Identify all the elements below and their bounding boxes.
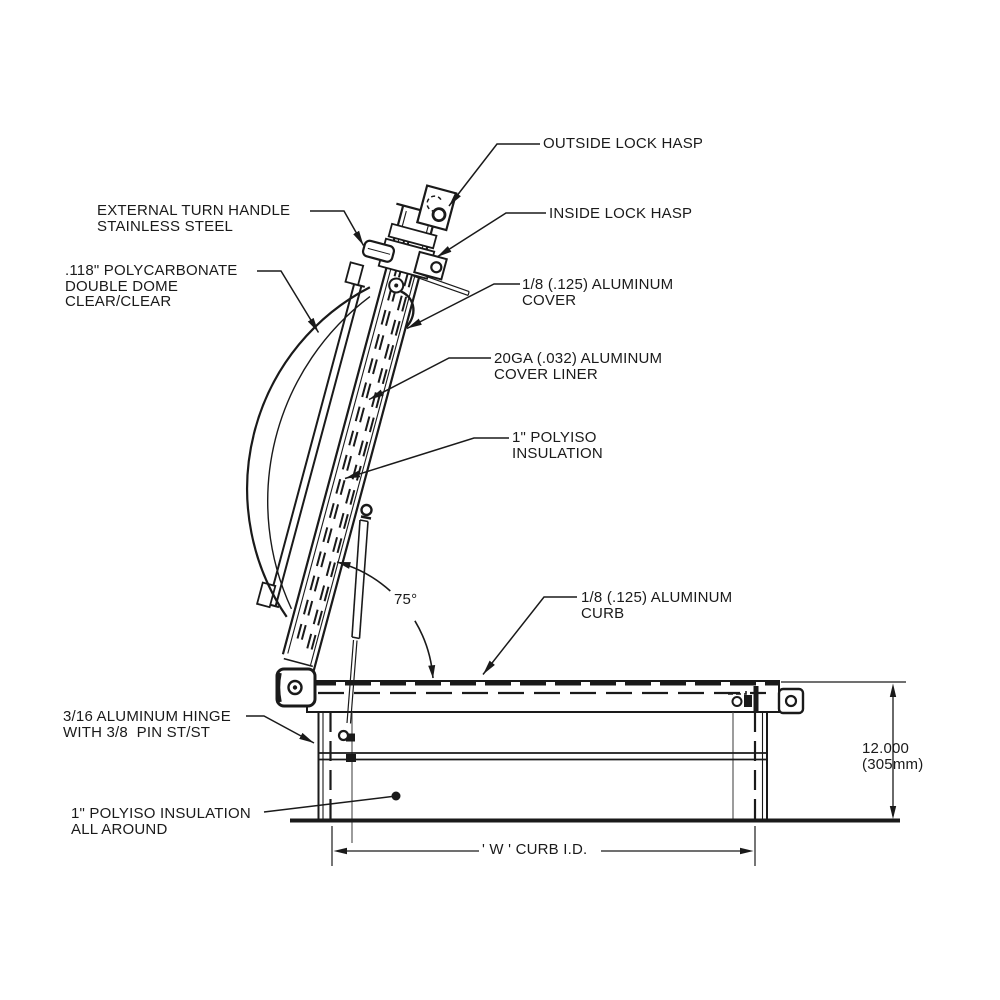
height-dimension-label: 12.000 (305mm) — [862, 740, 924, 773]
opening-angle-arc — [336, 561, 436, 679]
callout-aluminum-curb: 1/8 (.125) ALUMINUM CURB — [581, 589, 733, 622]
leader-outside-lock-hasp — [448, 143, 540, 207]
leader-aluminum-curb — [482, 596, 577, 675]
callout-external-turn-handle: EXTERNAL TURN HANDLE STAINLESS STEEL — [97, 202, 291, 235]
height-dimension — [781, 681, 906, 819]
strut-lower-ball — [337, 729, 350, 742]
hinge-plate — [275, 667, 317, 708]
leader-external-turn-handle — [310, 210, 365, 246]
callout-hinge: 3/16 ALUMINUM HINGE WITH 3/8 PIN ST/ST — [63, 708, 232, 741]
strut-upper-ball — [360, 503, 373, 517]
callout-inside-lock-hasp: INSIDE LOCK HASP — [549, 205, 693, 222]
outside-lock-bracket — [777, 687, 805, 715]
callout-cover-insulation: 1" POLYISO INSULATION — [512, 429, 603, 462]
leader-inside-lock-hasp — [436, 212, 546, 258]
dome-retainer-strip — [255, 261, 366, 609]
leader-hinge — [246, 715, 315, 744]
cover-insulation-dashes — [294, 234, 424, 655]
callout-aluminum-cover: 1/8 (.125) ALUMINUM COVER — [522, 276, 674, 309]
callout-cover-liner: 20GA (.032) ALUMINUM COVER LINER — [494, 350, 663, 383]
leader-lines — [246, 143, 577, 813]
callout-curb-insulation: 1" POLYISO INSULATION ALL AROUND — [71, 805, 251, 838]
gas-spring — [337, 503, 373, 742]
callout-polycarbonate-dome: .118" POLYCARBONATE DOUBLE DOME CLEAR/CL… — [65, 262, 238, 310]
width-dimension — [331, 826, 756, 866]
curb-structure — [306, 680, 805, 843]
angle-label: 75° — [394, 591, 418, 608]
outside-lock-hasp — [415, 184, 458, 232]
leader-cover-insulation — [344, 437, 509, 480]
external-turn-handle — [361, 239, 396, 263]
inside-lock-hasp — [413, 250, 470, 296]
leader-curb-insulation — [263, 791, 401, 813]
leader-aluminum-cover — [406, 283, 520, 330]
cover-assembly — [246, 184, 470, 672]
cover-top-hardware — [361, 184, 470, 329]
callout-outside-lock-hasp: OUTSIDE LOCK HASP — [543, 135, 704, 152]
inside-latch-keeper — [728, 686, 759, 712]
polycarbonate-dome — [246, 286, 371, 618]
leader-polycarbonate-dome — [257, 270, 320, 333]
width-dimension-label: ' W ' CURB I.D. — [482, 841, 588, 858]
leader-cover-liner — [368, 357, 491, 401]
